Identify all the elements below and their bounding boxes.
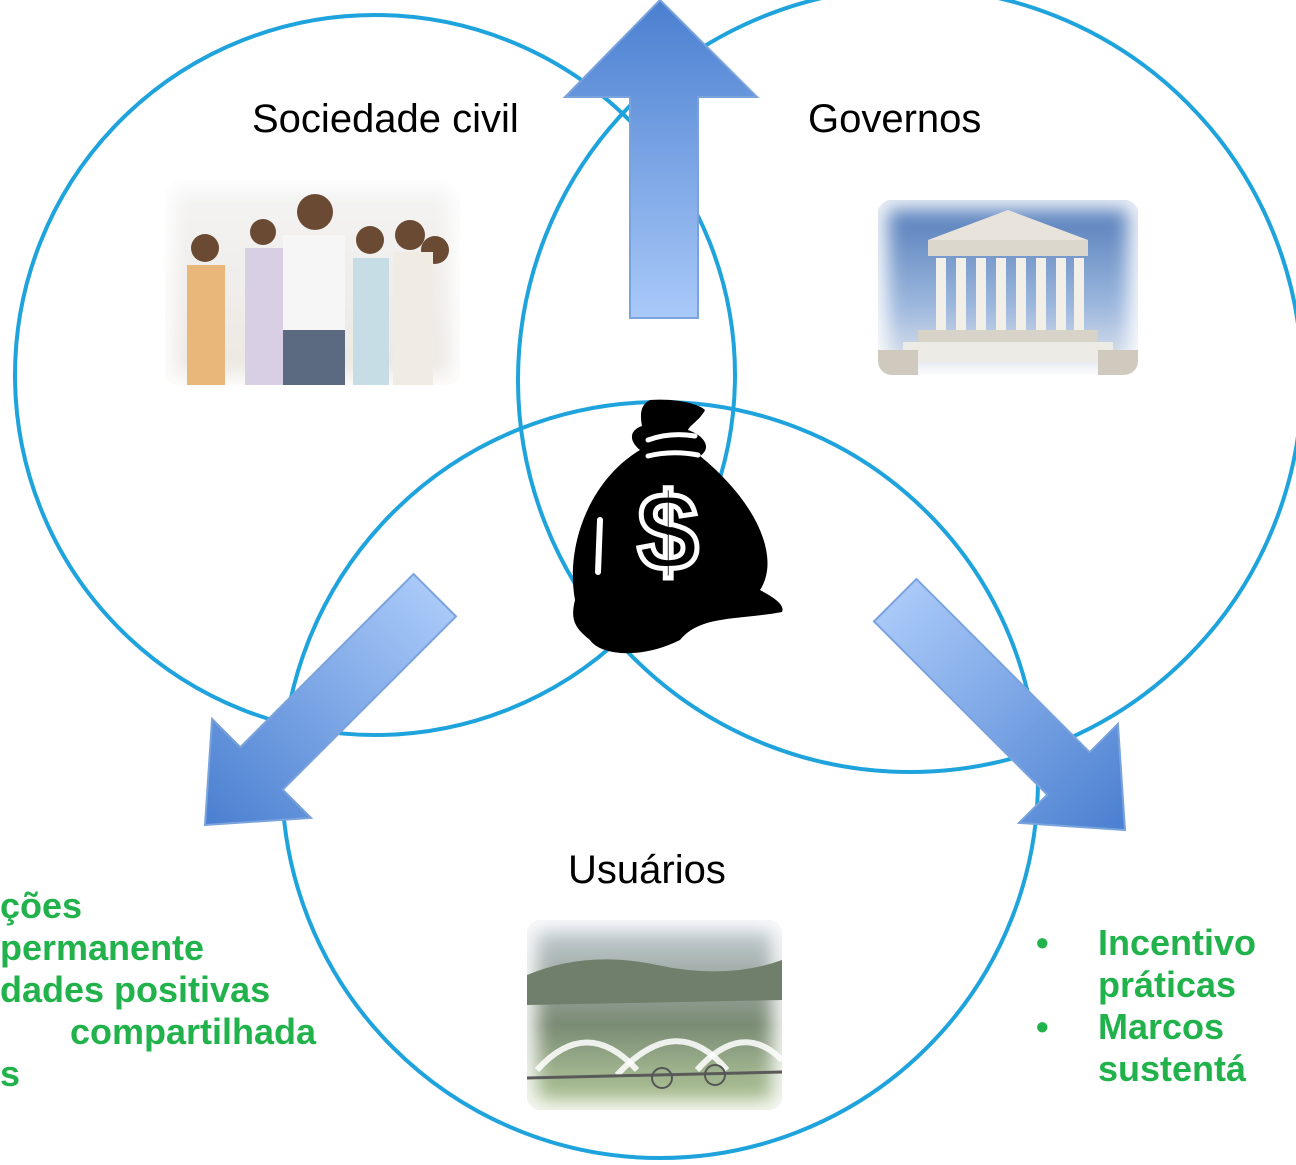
governments-circle [516,0,1296,774]
civil-society-label: Sociedade civil [252,97,519,141]
down-right-arrow [872,577,1127,832]
left-list-line: ções [0,885,83,926]
courthouse-photo [878,200,1138,375]
down-left-arrow [203,572,458,827]
bullet: • [1036,1006,1049,1047]
civil-society-circle [13,13,737,737]
money-bag-icon: $ [572,399,783,654]
left-list-line: dades positivas [0,969,271,1010]
left-list-line: s [0,1053,21,1094]
people-photo [165,180,460,385]
users-label: Usuários [568,848,726,892]
right-list-line: sustentá [1098,1048,1247,1089]
left-list-line: permanente [0,927,205,968]
svg-text:$: $ [637,471,698,594]
governments-label: Governos [808,97,982,141]
up-arrow [562,0,760,319]
left-list-line: compartilhada [70,1011,317,1052]
right-list-line: Incentivo [1098,922,1257,963]
bullet: • [1036,922,1049,963]
irrigation-photo [527,920,782,1110]
right-list-line: Marcos [1098,1006,1225,1047]
right-list-line: práticas [1098,964,1237,1005]
